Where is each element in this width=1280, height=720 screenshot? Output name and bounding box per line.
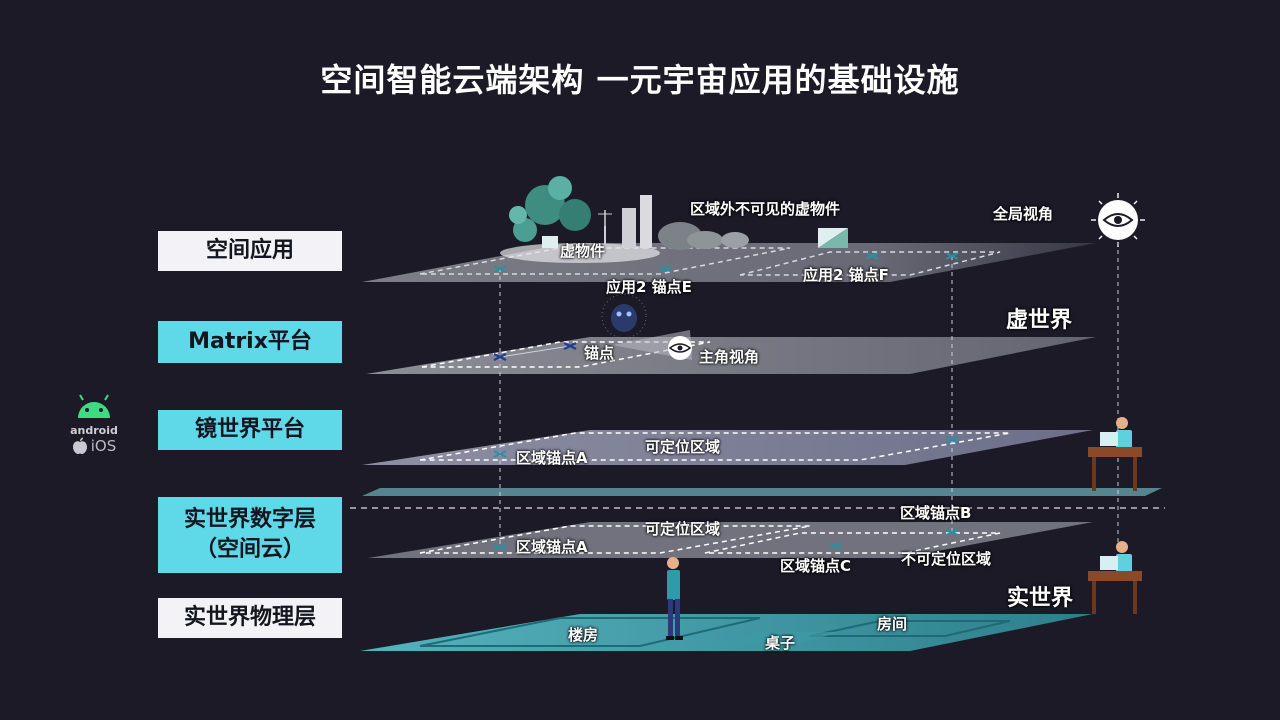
ios-label: iOS (90, 437, 117, 455)
layer-plane-matrix (366, 337, 1096, 374)
label-desk: 桌子 (765, 634, 796, 652)
platform-badge: android iOS (66, 390, 122, 455)
layer-plane-digital (368, 522, 1093, 558)
room-zone (809, 620, 1011, 637)
building-zone (419, 617, 761, 647)
label-main-view: 主角视角 (699, 348, 760, 366)
layer-label-mirror-world: 镜世界平台 (158, 410, 342, 450)
robot-character (601, 293, 647, 339)
anchor-f-icon (865, 252, 959, 260)
label-virtual-object: 虚物件 (560, 242, 606, 260)
label-real-world: 实世界 (1007, 586, 1074, 611)
anchor-matrix-icon (493, 342, 577, 361)
page-title: 空间智能云端架构 一元宇宙应用的基础设施 (320, 61, 960, 99)
layer-label-matrix: Matrix平台 (158, 321, 342, 363)
label-room: 房间 (877, 615, 908, 633)
label-region-anchor-c: 区域锚点C (780, 557, 852, 575)
region-anchor-a-mirror-icon (493, 436, 959, 458)
apple-icon (72, 437, 87, 454)
desk-zone (700, 632, 840, 646)
region-anchor-a-digital-icon (493, 528, 959, 551)
label-anchor: 锚点 (584, 344, 615, 362)
world-separator-band (362, 488, 1162, 496)
locatable-zone-digital (419, 525, 811, 554)
main-view-eye-icon (612, 330, 692, 360)
label-building: 楼房 (568, 626, 599, 644)
android-icon (78, 394, 110, 418)
desk-worker-real (1088, 541, 1142, 614)
non-locatable-zone (704, 532, 1001, 554)
virtual-scenery (500, 176, 848, 263)
layer-plane-physical (360, 614, 1093, 651)
person-standing (666, 557, 683, 640)
label-invisible-outside: 区域外不可见的虚物件 (690, 200, 841, 218)
layer-plane-space-app (362, 243, 1096, 282)
anchor-e-icon (493, 265, 673, 273)
desk-worker-virtual (1088, 417, 1142, 491)
label-region-anchor-a-digital: 区域锚点A (516, 538, 588, 556)
locatable-zone-mirror (419, 432, 1011, 461)
layer-label-physical-layer: 实世界物理层 (158, 598, 342, 638)
label-locatable-area-digital: 可定位区域 (645, 520, 721, 538)
label-locatable-area-mirror: 可定位区域 (645, 438, 721, 456)
layer-label-digital-layer: 实世界数字层（空间云） (158, 497, 342, 573)
matrix-zone (421, 341, 711, 368)
label-region-anchor-a-mirror: 区域锚点A (516, 449, 588, 467)
label-app2-anchor-e: 应用2 锚点E (606, 278, 692, 296)
label-virtual-world: 虚世界 (1006, 308, 1073, 333)
label-app2-anchor-f: 应用2 锚点F (803, 266, 889, 284)
layer-label-space-app: 空间应用 (158, 231, 342, 271)
label-non-locatable-area: 不可定位区域 (901, 550, 992, 568)
vertical-connectors (499, 242, 1119, 560)
label-global-view: 全局视角 (993, 205, 1054, 223)
label-region-anchor-b: 区域锚点B (900, 504, 972, 522)
app-zone-2 (739, 251, 1001, 276)
global-view-eye-icon (1091, 193, 1145, 247)
android-label: android (70, 424, 118, 437)
